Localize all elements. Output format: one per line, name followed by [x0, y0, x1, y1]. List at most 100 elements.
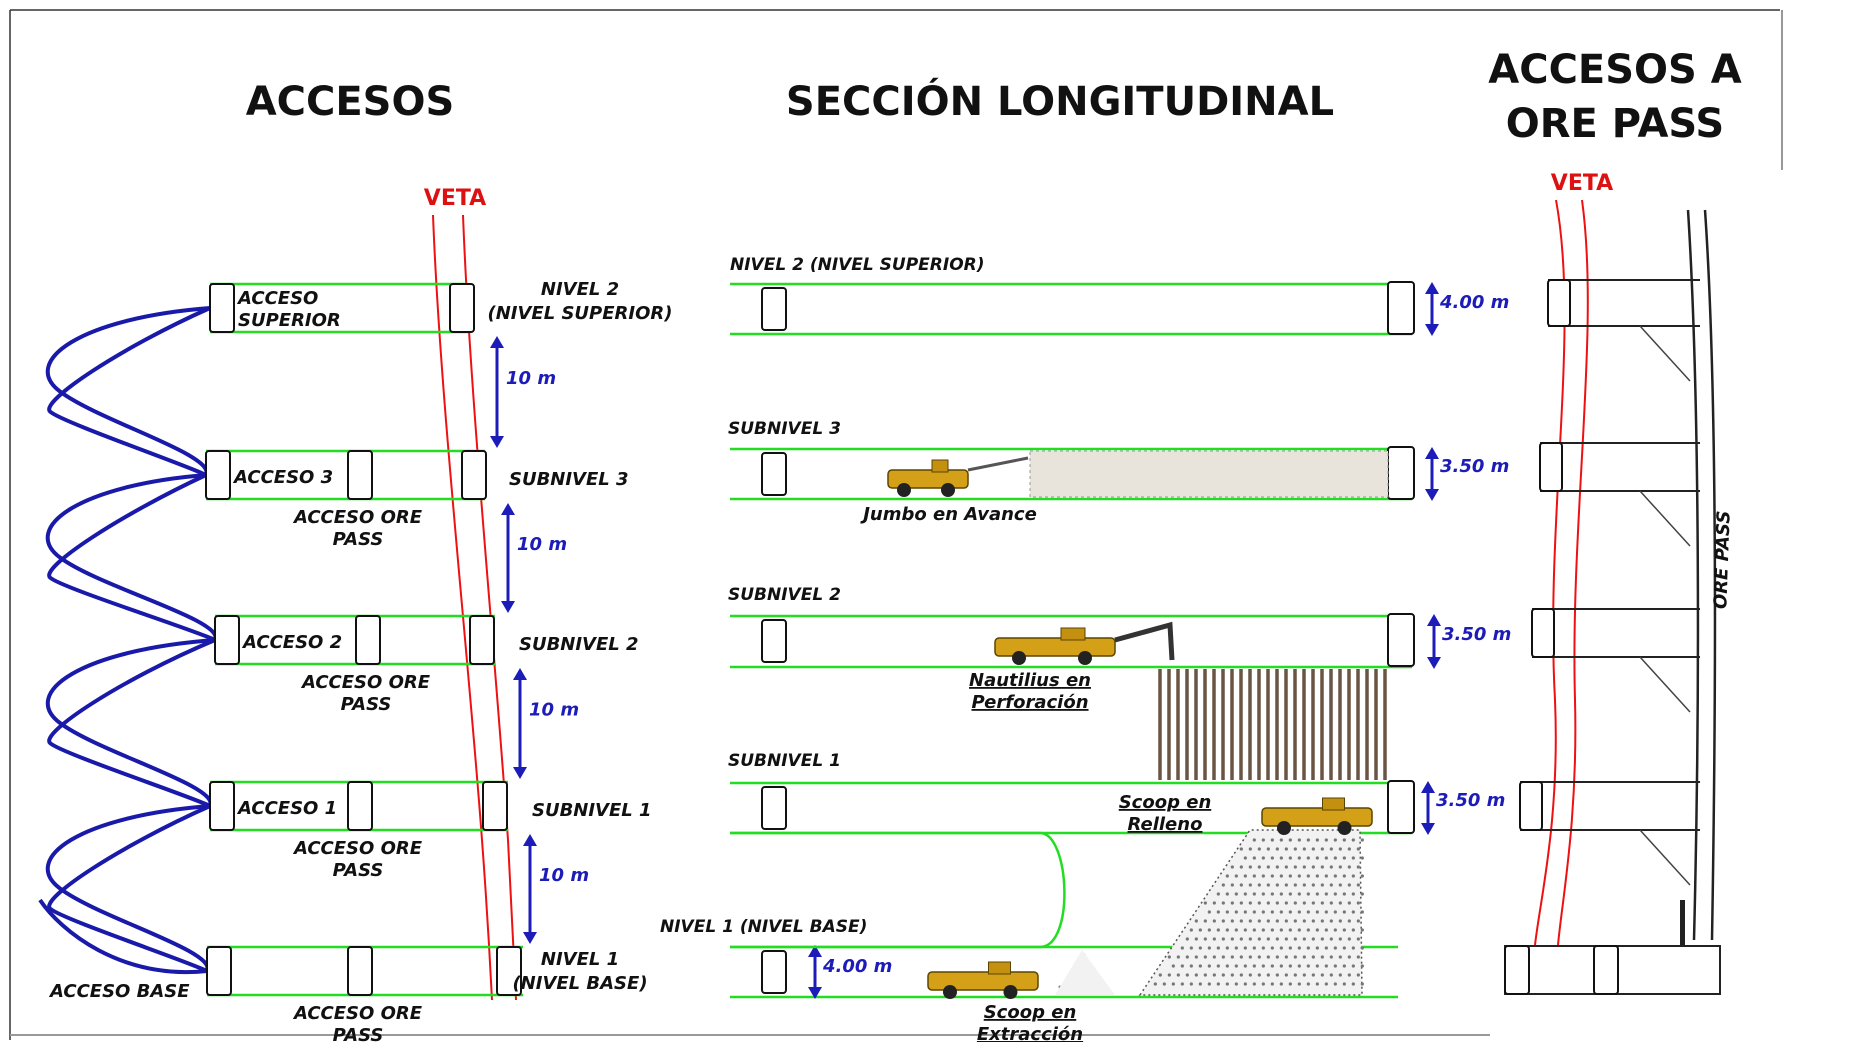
ore-pass-access-label: ACCESO ORE — [292, 838, 423, 859]
ore-dot — [1198, 982, 1202, 986]
seccion-longitudinal-heading: SECCIÓN LONGITUDINAL — [785, 79, 1335, 125]
ore-dot — [1261, 982, 1265, 986]
acceso-level-5 — [206, 945, 523, 997]
ore-dot — [1315, 964, 1319, 968]
ore-dot — [1315, 892, 1319, 896]
ore-dot — [1261, 910, 1265, 914]
ore-dot — [1356, 847, 1360, 851]
ore-dot — [1360, 946, 1364, 950]
ore-dot — [1212, 973, 1216, 977]
ore-pass-access-3 — [1531, 608, 1700, 713]
section-level-2 — [730, 446, 1415, 501]
ore-pass-heading-line2: ORE PASS — [1505, 101, 1725, 147]
ore-dot — [1225, 982, 1229, 986]
ore-dot — [1252, 982, 1256, 986]
ore-dot — [1158, 973, 1162, 977]
ore-dot — [1347, 901, 1351, 905]
ore-dot — [1216, 946, 1220, 950]
ore-dot — [1320, 883, 1324, 887]
ore-dot — [1194, 973, 1198, 977]
ore-pass-wall-a — [1686, 209, 1700, 941]
ore-pass-access-4 — [1519, 781, 1700, 886]
spacing-arrow-3-head-top — [513, 668, 527, 680]
ore-dot — [1216, 892, 1220, 896]
ore-dot — [1311, 865, 1315, 869]
ore-pass-access-label: PASS — [341, 694, 392, 715]
access-box — [461, 450, 487, 500]
ore-dot — [1360, 982, 1364, 986]
ore-dot — [1351, 946, 1355, 950]
ore-dot — [1302, 883, 1306, 887]
ore-dot — [1324, 964, 1328, 968]
ore-dot — [1347, 883, 1351, 887]
ore-dot — [1176, 955, 1180, 959]
ore-dot — [1284, 901, 1288, 905]
ore-dot — [1338, 883, 1342, 887]
ore-dot — [1315, 946, 1319, 950]
ore-dot — [1221, 883, 1225, 887]
chute-gate — [1680, 900, 1685, 945]
ramp-segment-2 — [45, 473, 218, 641]
ore-dot — [1216, 982, 1220, 986]
section-end-box — [1387, 446, 1415, 500]
ore-dot — [1257, 919, 1261, 923]
ore-dot — [1252, 910, 1256, 914]
ore-dot — [1360, 928, 1364, 932]
ore-dot — [1347, 973, 1351, 977]
ore-dot — [1252, 964, 1256, 968]
ore-dot — [1356, 865, 1360, 869]
ore-dot — [1239, 955, 1243, 959]
ore-dot — [1315, 856, 1319, 860]
ore-dot — [1266, 883, 1270, 887]
ore-dot — [1248, 937, 1252, 941]
ore-pass-wall-b — [1703, 209, 1717, 941]
ore-dot — [1239, 901, 1243, 905]
ore-dot — [1234, 946, 1238, 950]
ore-dot — [1356, 937, 1360, 941]
ore-dot — [1216, 928, 1220, 932]
ore-dot — [1288, 928, 1292, 932]
height-arrow-4-head-top — [1421, 781, 1435, 793]
ore-pass-branch — [1639, 829, 1691, 886]
ore-pass-access-label: ACCESO ORE — [292, 1003, 423, 1024]
ore-dot — [1351, 910, 1355, 914]
section-access-box — [761, 287, 787, 331]
ore-dot — [1342, 928, 1346, 932]
ore-dot — [1347, 847, 1351, 851]
section-level-5 — [730, 945, 1398, 999]
ore-dot — [1297, 964, 1301, 968]
ore-pass-access-label: PASS — [333, 1025, 384, 1042]
ore-pass-access-box — [1531, 608, 1555, 658]
ore-dot — [1311, 937, 1315, 941]
ore-dot — [1360, 892, 1364, 896]
ore-dot — [1230, 955, 1234, 959]
level-label: (NIVEL SUPERIOR) — [488, 303, 673, 324]
veta-label-left: VETA — [424, 186, 486, 211]
height-label: 4.00 m — [822, 956, 892, 977]
ore-dot — [1320, 955, 1324, 959]
ore-dot — [1338, 937, 1342, 941]
height-arrow-3-head-top — [1427, 614, 1441, 626]
machine-body — [1261, 807, 1373, 827]
ore-dot — [1248, 865, 1252, 869]
ore-dot — [1203, 901, 1207, 905]
machine-wheel — [1337, 821, 1352, 835]
level-label: NIVEL 1 — [541, 949, 619, 970]
spacing-arrow-4-head-bottom — [523, 932, 537, 944]
ore-dot — [1270, 910, 1274, 914]
height-label: 3.50 m — [1442, 624, 1511, 645]
ore-dot — [1230, 901, 1234, 905]
ore-dot — [1333, 856, 1337, 860]
ore-dot — [1302, 973, 1306, 977]
ore-dot — [1261, 946, 1265, 950]
ore-dot — [1180, 982, 1184, 986]
ore-dot — [1356, 919, 1360, 923]
ore-dot — [1302, 919, 1306, 923]
ore-dot — [1221, 973, 1225, 977]
ore-dot — [1315, 838, 1319, 842]
ore-dot — [1351, 856, 1355, 860]
ore-dot — [1324, 928, 1328, 932]
height-arrow-5-head-top — [808, 945, 822, 957]
ore-dot — [1252, 838, 1256, 842]
ore-pass-vertical-label: ORE PASS — [1710, 510, 1734, 609]
